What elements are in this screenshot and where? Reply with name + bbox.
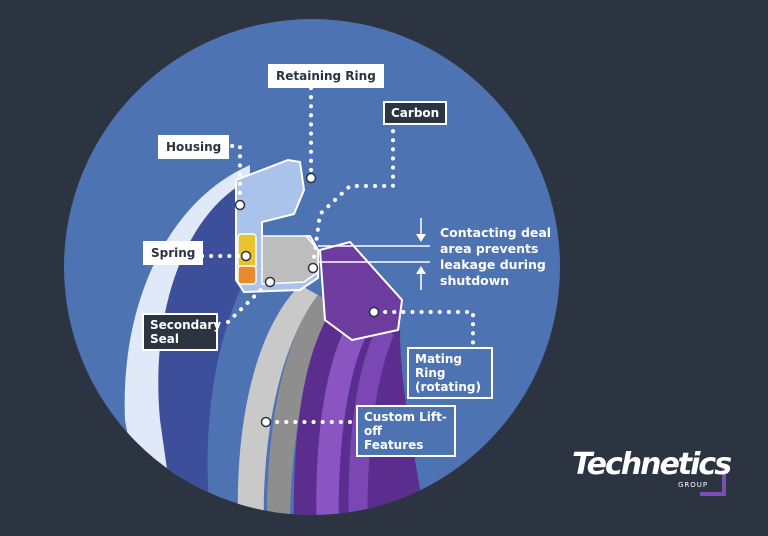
arrow-up-icon — [416, 266, 426, 274]
label-spring: Spring — [143, 241, 204, 265]
carbon-band-inner — [266, 295, 335, 515]
dot-secondary-seal — [264, 276, 276, 288]
label-mating-ring: Mating Ring (rotating) — [407, 347, 493, 399]
brand-corner-mark — [700, 466, 726, 496]
label-lift-off: Custom Lift-off Features — [356, 405, 456, 457]
housing-shell-shadow — [158, 185, 255, 515]
dot-carbon — [307, 262, 319, 274]
dot-retaining-ring — [305, 172, 317, 184]
leader-housing — [221, 144, 242, 204]
contact-area-note: Contacting deal area prevents leakage du… — [440, 225, 552, 288]
label-housing: Housing — [158, 135, 230, 159]
label-secondary-seal: Secondary Seal — [142, 313, 221, 351]
dot-spring — [240, 250, 252, 262]
brand-logo: Technetics — [572, 447, 732, 482]
secondary-seal-element — [237, 265, 257, 285]
leader-carbon — [311, 120, 395, 267]
carbon-band-outer — [237, 285, 318, 515]
label-carbon: Carbon — [383, 101, 448, 125]
leader-secondary-seal — [226, 281, 270, 324]
arrow-down-icon — [416, 234, 426, 242]
mating-ring-band-2 — [348, 325, 394, 515]
mating-ring-head — [318, 240, 404, 342]
mating-ring-band — [316, 315, 372, 515]
dot-mating-ring — [368, 306, 380, 318]
carbon-insert — [261, 235, 319, 285]
label-retaining-ring: Retaining Ring — [268, 64, 384, 88]
brand-logo-sub: GROUP — [678, 481, 709, 489]
dot-housing — [234, 199, 246, 211]
dot-lift-off — [260, 416, 272, 428]
